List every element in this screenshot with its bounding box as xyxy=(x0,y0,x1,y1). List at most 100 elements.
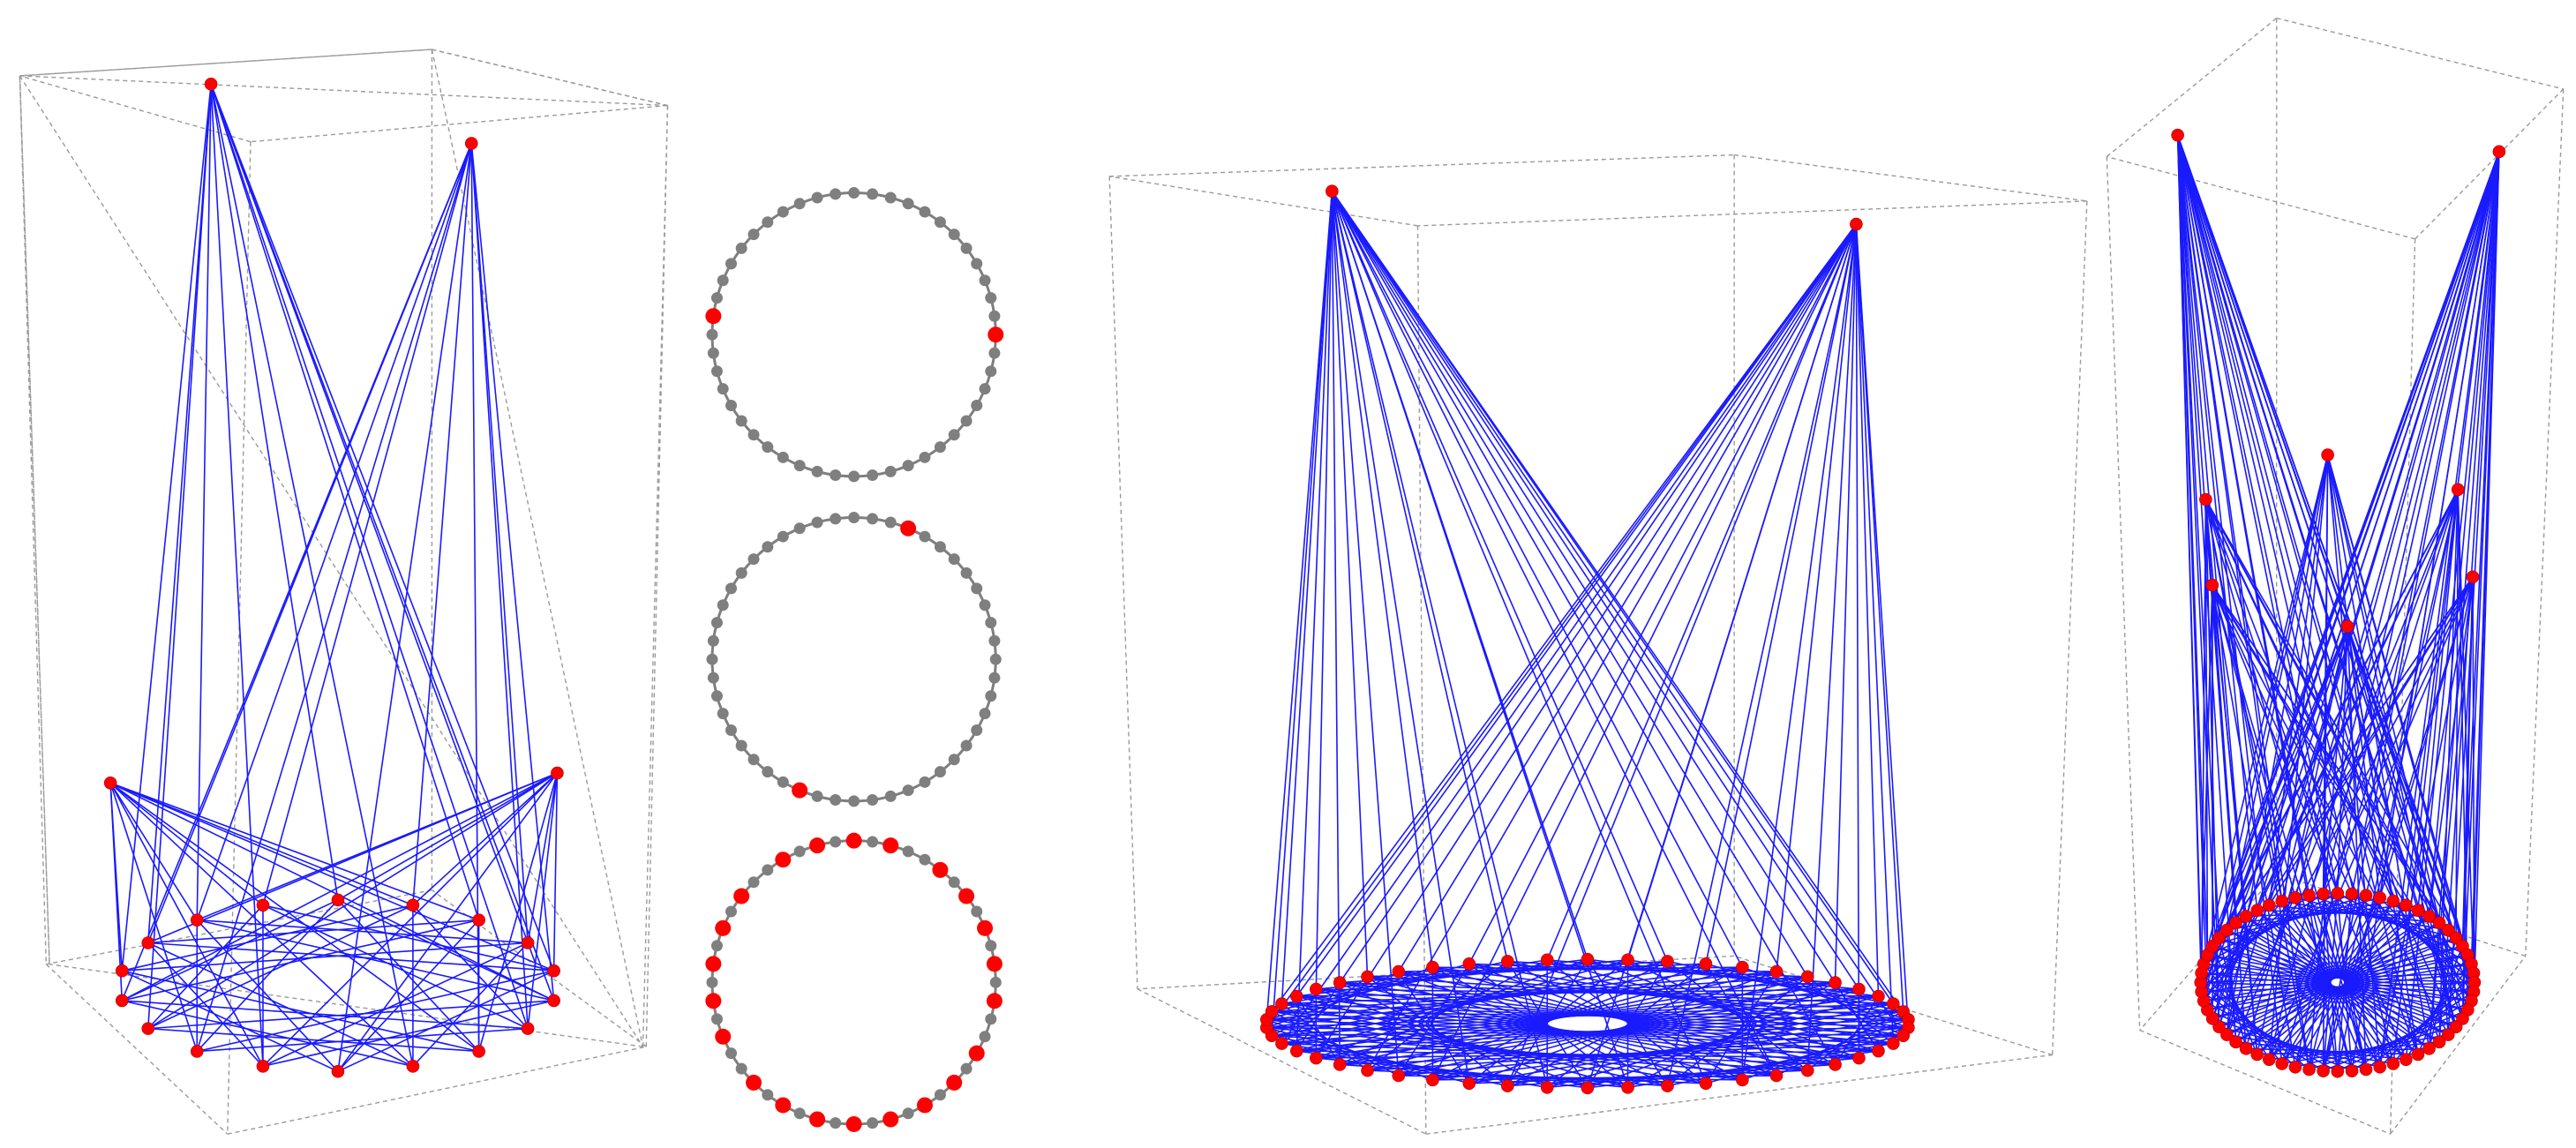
graph-node xyxy=(472,1045,485,1058)
graph-node xyxy=(1852,982,1866,996)
graph-node xyxy=(2250,1047,2264,1062)
graph-node xyxy=(2441,923,2455,937)
edges xyxy=(2176,134,2500,1072)
graph-edge xyxy=(196,143,473,1052)
graph-edge xyxy=(121,970,339,1072)
graph-node xyxy=(1289,989,1303,1003)
graph-node xyxy=(1361,1063,1374,1077)
graph-edge xyxy=(2176,134,2469,1010)
graph-edge xyxy=(470,143,480,1052)
graph-node xyxy=(1887,997,1900,1010)
graph-edge xyxy=(1271,1010,1400,1077)
ring-vertex xyxy=(735,1062,747,1075)
graph-edge xyxy=(1705,223,1858,964)
bounding-box-edge xyxy=(2415,88,2565,240)
graph-node xyxy=(1829,976,1842,989)
graph-edge xyxy=(470,143,529,1029)
ring-vertex xyxy=(979,383,991,395)
graph-node xyxy=(204,77,218,91)
graph-edge xyxy=(2470,151,2500,1002)
ring-vertex xyxy=(988,310,1001,322)
ring-vertex xyxy=(830,188,842,200)
bounding-box-edge xyxy=(19,75,48,964)
graph-edge xyxy=(1331,191,1669,962)
ring-vertex xyxy=(960,242,973,254)
graph-node xyxy=(521,936,535,949)
ring-vertex xyxy=(985,292,997,304)
graph-node xyxy=(1800,1063,1814,1077)
ring-vertex xyxy=(762,1089,774,1101)
nodes xyxy=(103,77,564,1078)
bounding-box-edge xyxy=(2390,956,2527,1135)
graph-edge xyxy=(122,942,529,972)
ring-vertex xyxy=(725,905,737,918)
graph-edge xyxy=(337,919,480,1072)
graph-edge xyxy=(210,84,414,1067)
graph-node xyxy=(115,994,129,1008)
graph-node xyxy=(1850,217,1863,231)
ring-vertex xyxy=(848,187,860,199)
graph-node xyxy=(1500,1079,1514,1092)
graph-node xyxy=(2432,1035,2446,1049)
graph-edge xyxy=(1506,223,1858,1086)
ring-vertex xyxy=(707,347,719,359)
bounding-box-edge xyxy=(1108,176,1138,989)
ring-vertex xyxy=(948,553,960,566)
edges xyxy=(109,83,559,1072)
graph-edge xyxy=(412,143,473,905)
ring-vertex xyxy=(934,216,946,229)
bounding-box-edge xyxy=(432,889,647,1047)
graph-node xyxy=(2422,910,2436,923)
ring-vertex xyxy=(706,653,718,665)
highlighted-vertex xyxy=(715,919,732,936)
graph-edge xyxy=(2308,489,2459,896)
graph-edge xyxy=(1468,223,1858,964)
graph-edge xyxy=(262,904,529,1030)
graph-edge xyxy=(1280,223,1858,1044)
ring-vertex xyxy=(884,516,897,529)
graph-edge xyxy=(122,970,479,1053)
graph-node xyxy=(1872,1044,1885,1058)
graph-edge xyxy=(1331,191,1880,1052)
graph-edge xyxy=(2455,489,2459,938)
ring-1 xyxy=(705,187,1004,483)
graph-node xyxy=(1326,184,1339,198)
ring-vertex xyxy=(948,754,960,766)
ring-vertex xyxy=(793,522,806,535)
graph-edge xyxy=(2268,454,2329,906)
graph-edge xyxy=(2457,489,2469,1010)
bounding-box-edge xyxy=(19,49,432,77)
bounding-box-edge xyxy=(45,964,229,1135)
ring-vertex xyxy=(985,617,997,629)
graph-node xyxy=(2229,916,2242,930)
highlighted-vertex xyxy=(705,993,722,1009)
ring-vertex xyxy=(717,599,729,612)
graph-edge xyxy=(412,772,558,906)
ring-vertex xyxy=(811,465,823,477)
graph-node xyxy=(1621,953,1634,967)
ring-vertex xyxy=(710,690,723,702)
ring-vertex xyxy=(707,672,719,684)
graph-node xyxy=(2317,1064,2330,1077)
graph-edge xyxy=(210,84,264,1067)
graph-edge xyxy=(109,782,264,906)
highlighted-vertex xyxy=(977,919,994,936)
highlighted-vertex xyxy=(705,308,722,325)
bounding-box-edge xyxy=(227,141,252,1135)
graph-edge xyxy=(197,919,554,1002)
graph-edge xyxy=(337,970,554,1072)
ring-vertex xyxy=(960,1062,973,1075)
ring-vertex xyxy=(985,940,997,952)
graph-edge xyxy=(2326,454,2475,983)
ring-vertex xyxy=(902,1107,914,1120)
ring-vertex xyxy=(793,845,806,858)
bounding-box-edge xyxy=(1109,176,1418,227)
highlighted-vertex xyxy=(900,520,917,536)
ring-vertex xyxy=(919,776,931,788)
graph-edge xyxy=(197,919,529,944)
graph-node xyxy=(256,898,270,912)
graph-node xyxy=(2386,1057,2400,1070)
bounding-box-edge xyxy=(2525,88,2565,957)
ring-vertex xyxy=(710,617,723,629)
graph-edge xyxy=(2280,626,2348,902)
